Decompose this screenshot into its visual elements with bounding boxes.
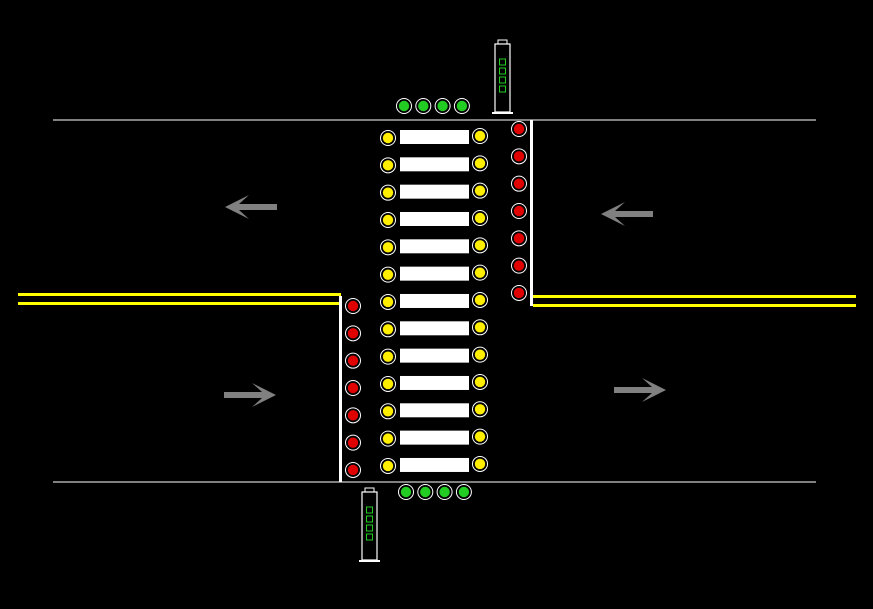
- stop-line-lower: [339, 296, 342, 482]
- crosswalk-stripe: [400, 375, 469, 390]
- red-light: [345, 434, 361, 451]
- yellow-light: [472, 264, 488, 281]
- red-light: [345, 298, 361, 314]
- red-light: [511, 175, 527, 192]
- crosswalk-stripe: [400, 239, 469, 254]
- center-line-right: [533, 295, 856, 307]
- yellow-light: [472, 182, 488, 199]
- yellow-light: [380, 321, 396, 338]
- red-light: [511, 202, 527, 219]
- crosswalk-stripe: [400, 266, 469, 281]
- yellow-light: [380, 130, 396, 146]
- arrow-right-icon: [614, 378, 666, 402]
- yellow-light: [380, 157, 396, 174]
- red-light: [345, 352, 361, 369]
- yellow-light: [472, 291, 488, 308]
- red-light: [511, 148, 527, 165]
- red-light: [345, 379, 361, 396]
- red-light: [511, 284, 527, 301]
- crosswalk-stripe: [400, 457, 469, 472]
- arrow-left-icon: [225, 195, 277, 219]
- signal-posts: [359, 39, 513, 562]
- yellow-light: [472, 319, 488, 336]
- yellow-light: [472, 209, 488, 226]
- pedestrian-signal-icon: [359, 487, 380, 562]
- yellow-light: [380, 293, 396, 310]
- crosswalk-stripe: [400, 184, 469, 199]
- yellow-light: [380, 403, 396, 420]
- yellow-light: [380, 430, 396, 447]
- crosswalk-stripe: [400, 293, 469, 308]
- red-light: [345, 325, 361, 342]
- yellow-light: [380, 239, 396, 256]
- green-light: [396, 98, 412, 114]
- yellow-light: [380, 375, 396, 392]
- crosswalk-stripe: [400, 430, 469, 445]
- green-light: [436, 484, 453, 500]
- arrow-left-icon: [601, 202, 653, 226]
- pedestrian-signal-icon: [492, 39, 513, 114]
- arrow-right-icon: [224, 383, 276, 407]
- stop-line-upper: [530, 120, 533, 306]
- center-line-left: [18, 293, 341, 305]
- green-light: [415, 98, 432, 114]
- yellow-light: [380, 457, 396, 474]
- green-light: [398, 484, 414, 500]
- green-light: [434, 98, 451, 114]
- red-light: [511, 257, 527, 274]
- yellow-light: [380, 266, 396, 283]
- crosswalk-stripe: [400, 130, 469, 144]
- yellow-light: [472, 346, 488, 363]
- yellow-light: [472, 155, 488, 172]
- yellow-light: [472, 428, 488, 445]
- green-light: [417, 484, 434, 500]
- yellow-light: [472, 401, 488, 418]
- crosswalk-stripes: [400, 130, 469, 472]
- crosswalk-stripe: [400, 321, 469, 336]
- yellow-light: [472, 128, 488, 144]
- crosswalk-stripe: [400, 403, 469, 418]
- light-groups: [345, 98, 527, 500]
- traffic-arrows: [224, 195, 666, 407]
- red-light: [345, 461, 361, 478]
- crosswalk-stripe: [400, 211, 469, 226]
- yellow-light: [380, 348, 396, 365]
- yellow-light: [472, 373, 488, 390]
- green-light: [453, 98, 470, 114]
- crosswalk-stripe: [400, 348, 469, 363]
- yellow-light: [380, 184, 396, 201]
- red-light: [511, 121, 527, 137]
- yellow-light: [380, 211, 396, 228]
- yellow-light: [472, 455, 488, 472]
- red-light: [511, 230, 527, 247]
- crosswalk-stripe: [400, 157, 469, 172]
- yellow-light: [472, 237, 488, 254]
- green-light: [455, 484, 472, 500]
- red-light: [345, 407, 361, 424]
